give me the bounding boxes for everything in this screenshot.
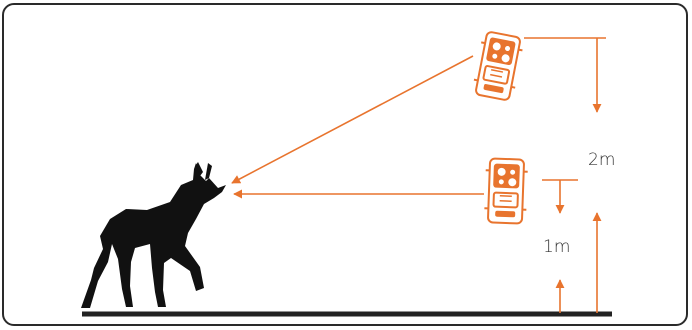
height-2m-label: 2m	[588, 152, 615, 169]
height-1m-label: 1m	[543, 239, 570, 256]
height-2m-dimension	[524, 38, 606, 313]
trail-camera-icon	[484, 158, 528, 223]
trail-camera-icon	[471, 31, 524, 102]
sight-arrow-high	[232, 56, 473, 183]
deer-silhouette-icon	[81, 162, 226, 308]
